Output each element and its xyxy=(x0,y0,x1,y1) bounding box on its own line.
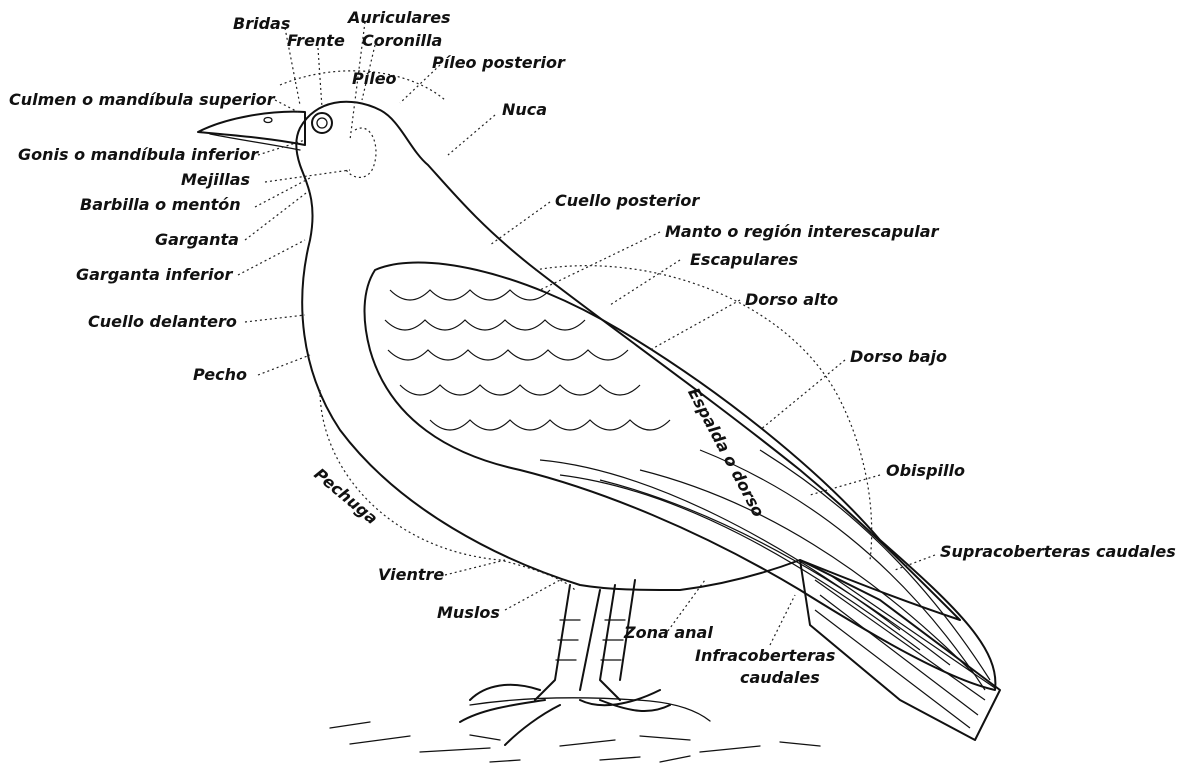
label-gonis: Gonis o mandíbula inferior xyxy=(18,146,258,164)
ground-mound xyxy=(470,698,710,721)
leader-garganta-inferior xyxy=(238,240,305,275)
label-pileo-posterior: Píleo posterior xyxy=(432,54,565,72)
upper-mandible xyxy=(198,112,305,145)
leader-infracoberteras xyxy=(770,595,795,645)
nostril xyxy=(264,118,272,123)
label-cuello-delantero: Cuello delantero xyxy=(88,313,237,331)
label-muslos: Muslos xyxy=(437,604,500,622)
label-bridas: Bridas xyxy=(233,15,290,33)
toes xyxy=(460,685,670,745)
eye xyxy=(312,113,332,133)
label-supracoberteras: Supracoberteras caudales xyxy=(940,543,1176,561)
leader-nuca xyxy=(448,115,495,155)
label-vientre: Vientre xyxy=(378,566,444,584)
label-pecho: Pecho xyxy=(193,366,247,384)
leader-mejillas xyxy=(265,170,350,182)
label-barbilla: Barbilla o mentón xyxy=(80,196,241,214)
leader-muslos xyxy=(505,580,560,610)
label-auriculares: Auriculares xyxy=(348,9,451,27)
label-coronilla: Coronilla xyxy=(362,32,442,50)
leader-dorso-alto xyxy=(650,300,740,350)
label-escapulares: Escapulares xyxy=(690,251,798,269)
label-garganta: Garganta xyxy=(155,231,239,249)
label-manto: Manto o región interescapular xyxy=(665,223,938,241)
label-garganta-inferior: Garganta inferior xyxy=(76,266,232,284)
label-culmen: Culmen o mandíbula superior xyxy=(9,91,275,109)
label-dorso-alto: Dorso alto xyxy=(745,291,838,309)
leader-lines xyxy=(238,22,935,645)
leader-manto xyxy=(540,232,660,290)
leader-frente xyxy=(318,48,322,108)
leader-pecho xyxy=(258,355,310,375)
label-dorso-bajo: Dorso bajo xyxy=(850,348,947,366)
label-zona-anal: Zona anal xyxy=(624,624,713,642)
leader-barbilla xyxy=(255,178,310,207)
label-obispillo: Obispillo xyxy=(886,462,965,480)
leader-escapulares xyxy=(610,260,680,305)
ground-strokes xyxy=(330,722,820,762)
leader-garganta xyxy=(245,190,310,240)
leader-dorso-bajo xyxy=(760,360,845,430)
label-infracoberteras-1: Infracoberteras xyxy=(695,647,835,665)
label-mejillas: Mejillas xyxy=(181,171,250,189)
breast-arc xyxy=(320,390,575,590)
label-pileo: Píleo xyxy=(352,70,397,88)
label-frente: Frente xyxy=(287,32,345,50)
left-leg xyxy=(535,585,600,700)
eye-pupil xyxy=(317,118,327,128)
leader-culmen xyxy=(275,100,298,112)
leader-vientre xyxy=(445,560,505,575)
label-infracoberteras-2: caudales xyxy=(740,669,820,687)
label-cuello-posterior: Cuello posterior xyxy=(555,192,699,210)
label-nuca: Nuca xyxy=(502,101,547,119)
wing-covert-scales xyxy=(385,290,670,430)
ground-scratches xyxy=(330,698,820,762)
eye-ring xyxy=(312,113,332,133)
leader-cuello-delantero xyxy=(245,315,305,322)
